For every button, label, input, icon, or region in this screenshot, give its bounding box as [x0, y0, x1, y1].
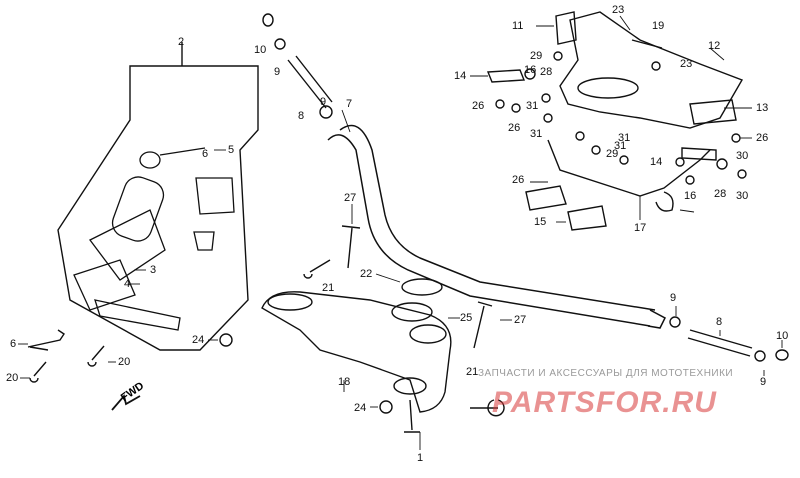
bolt-27a — [341, 225, 361, 269]
bolt-19 — [631, 39, 663, 49]
part-label: 8 — [298, 110, 305, 122]
part-label: 16 — [684, 190, 697, 202]
part-label: 23 — [612, 4, 625, 16]
bracket-14a — [486, 69, 526, 83]
part-label: 12 — [708, 40, 721, 52]
part-label: 31 — [526, 100, 539, 112]
group-outline — [57, 65, 259, 351]
part-label: 10 — [254, 44, 267, 56]
nut-28b — [737, 169, 747, 179]
nut-29b — [731, 133, 741, 143]
bolt-26c — [675, 157, 685, 167]
part-label: 28 — [714, 188, 727, 200]
bolt-31c — [591, 145, 601, 155]
part-label: 13 — [756, 102, 769, 114]
grommet-16a — [524, 68, 536, 80]
part-label: 21 — [322, 282, 335, 294]
bracket-14b — [681, 147, 717, 161]
top-bridge-18 — [261, 278, 452, 413]
part-label: 9 — [274, 66, 281, 78]
part-label: 31 — [614, 140, 627, 152]
part-label: 26 — [512, 174, 525, 186]
part-label: 9 — [670, 292, 677, 304]
part-label: 10 — [776, 330, 789, 342]
part-label: 8 — [716, 316, 723, 328]
part-label: 6 — [202, 148, 209, 160]
part-label: 26 — [472, 100, 485, 112]
clamp-30b — [567, 205, 607, 231]
bolt-26d — [685, 175, 695, 185]
ignition-switch — [73, 147, 235, 331]
bolt-27b — [473, 301, 493, 349]
part-label: 20 — [6, 372, 19, 384]
part-label: 20 — [118, 356, 131, 368]
part-label: 7 — [346, 98, 353, 110]
bolt-26a — [495, 99, 505, 109]
bolt-31a — [543, 113, 553, 123]
nut-29a — [553, 51, 563, 61]
meter-cover-12 — [555, 11, 744, 129]
part-label: 23 — [680, 58, 693, 70]
fwd-arrow — [111, 394, 141, 411]
part-label: 25 — [460, 312, 473, 324]
bolt-20b — [87, 345, 105, 367]
part-label: 3 — [150, 264, 157, 276]
part-label: 14 — [650, 156, 663, 168]
part-label: 24 — [354, 402, 367, 414]
part-label: 27 — [514, 314, 527, 326]
bolt-20a — [29, 361, 47, 383]
nut-24b — [379, 400, 393, 414]
bolt-21a — [303, 259, 331, 279]
grommet-16b — [716, 158, 728, 170]
clamp-30a — [525, 185, 567, 211]
part-label: 18 — [338, 376, 351, 388]
part-label: 22 — [360, 268, 373, 280]
bolt-26b — [511, 103, 521, 113]
part-label: 17 — [634, 222, 647, 234]
rod-8-lower — [669, 316, 789, 362]
part-label: 29 — [606, 148, 619, 160]
part-label: 11 — [512, 20, 524, 32]
part-label: 2 — [178, 36, 185, 48]
leader-lines — [18, 15, 783, 450]
part-label: 5 — [228, 144, 235, 156]
watermark-caption: ЗАПЧАСТИ И АКСЕССУАРЫ ДЛЯ МОТОТЕХНИКИ — [478, 368, 734, 379]
nut-23b — [651, 61, 661, 71]
part-label: 4 — [124, 278, 131, 290]
part-label: 24 — [192, 334, 205, 346]
part-label: 15 — [534, 216, 547, 228]
nut-24a — [219, 333, 233, 347]
part-label: 1 — [417, 452, 424, 464]
nut-28a — [541, 93, 551, 103]
part-label: 9 — [760, 376, 767, 388]
part-label: 31 — [618, 132, 631, 144]
part-label: 31 — [530, 128, 543, 140]
part-label: 14 — [454, 70, 467, 82]
wire-clip-6 — [27, 329, 65, 351]
part-label: 16 — [524, 64, 537, 76]
bolt-31d — [619, 155, 629, 165]
part-label: 6 — [10, 338, 17, 350]
bolt-1 — [404, 399, 420, 433]
part-label: 26 — [756, 132, 769, 144]
clip-17 — [655, 191, 674, 212]
part-label: 26 — [508, 122, 521, 134]
rod-8-upper — [262, 13, 333, 119]
part-label: 27 — [344, 192, 357, 204]
part-label: 29 — [530, 50, 543, 62]
bracket-15 — [547, 139, 711, 197]
part-label: 19 — [652, 20, 665, 32]
part-label: 30 — [736, 150, 749, 162]
bolt-21b — [470, 399, 505, 417]
watermark-logo: PARTSFOR.RU — [492, 386, 717, 419]
part-label: 9 — [320, 96, 327, 108]
handlebar — [327, 124, 666, 329]
part-label: 28 — [540, 66, 553, 78]
part-label: 21 — [466, 366, 479, 378]
bolt-31b — [575, 131, 585, 141]
part-label: 30 — [736, 190, 749, 202]
